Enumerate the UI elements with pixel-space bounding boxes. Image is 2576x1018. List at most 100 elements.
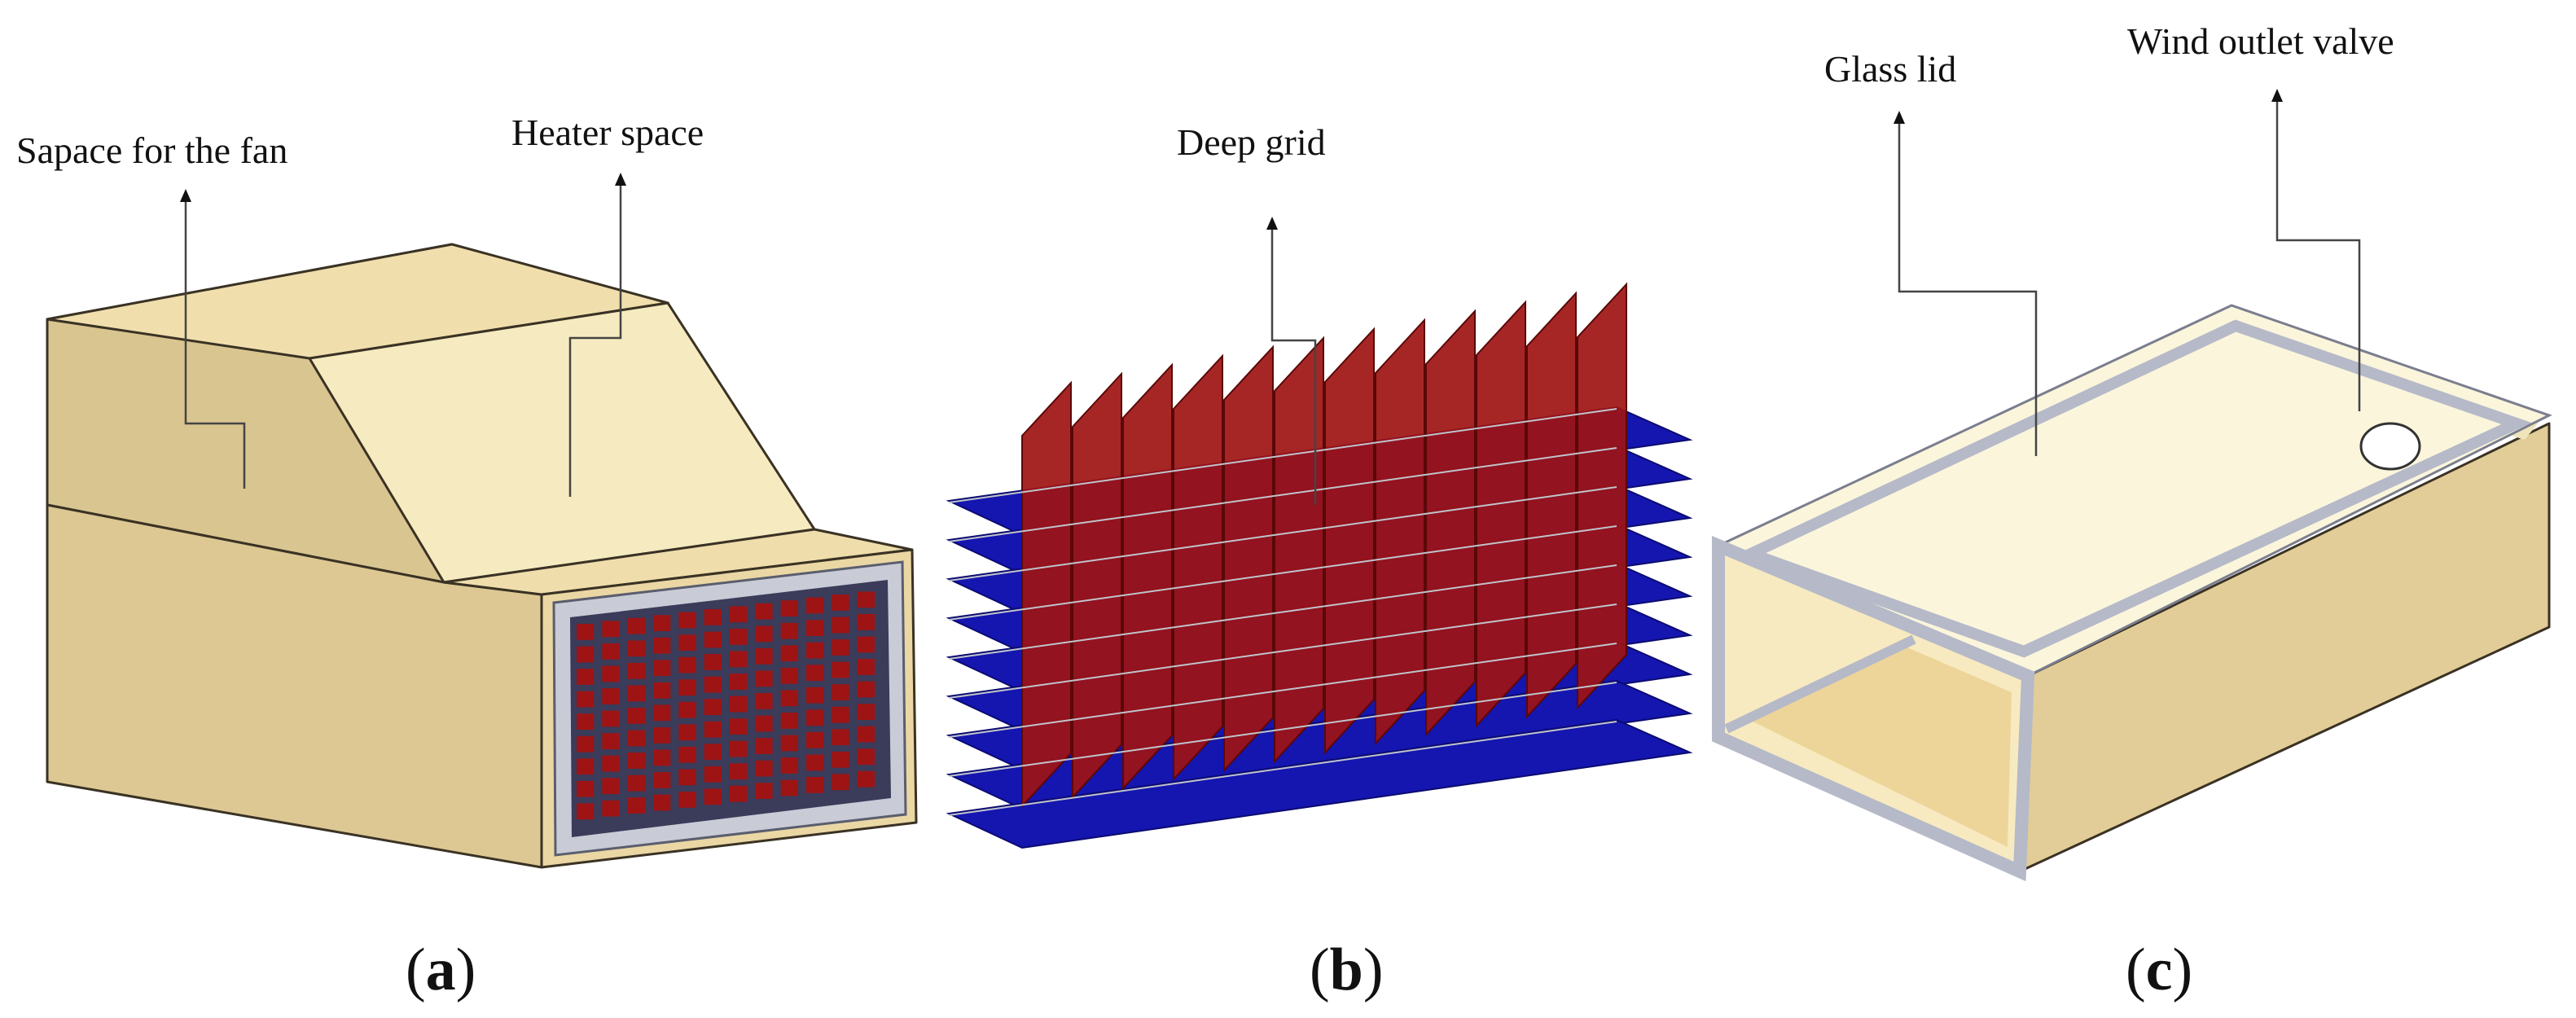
panel-a-grid-cell (678, 769, 696, 786)
panel-c-lid-inner-frame (1736, 319, 2532, 658)
label-wind-outlet-valve: Wind outlet valve (2127, 20, 2394, 62)
caption-b-letter: b (1330, 937, 1363, 1003)
panel-a-grid-cell (704, 744, 722, 761)
panel-a-grid-cell (832, 595, 849, 611)
panel-a-grid-cell (755, 603, 773, 620)
leader-outlet-valve (2275, 102, 2361, 411)
panel-c-drying-box (1712, 304, 2552, 882)
panel-b-plate-edge (948, 486, 1617, 581)
panel-a-grid-cell (602, 665, 620, 682)
panel-a-grid-cell (857, 681, 875, 698)
panel-a-grid-cell (832, 774, 849, 791)
panel-a-grid-cell (730, 763, 748, 780)
panel-a-grid-cell (832, 729, 849, 746)
leader-heater-space-arrow (615, 173, 626, 186)
panel-a-grid-cell (653, 660, 671, 677)
panel-a-grid-cell (780, 779, 798, 796)
panel-a-grid-cell (730, 674, 748, 690)
panel-a-grid-cell (857, 704, 875, 720)
panel-a-grid-cell (678, 612, 696, 629)
panel-a-grid-cell (755, 715, 773, 732)
leader-outlet-valve-arrow (2271, 89, 2283, 102)
panel-a-grid-cell (653, 749, 671, 766)
panel-b-red-fin (1122, 362, 1173, 791)
panel-a-grid-cell (602, 778, 620, 795)
panel-b-plate-edge (948, 564, 1617, 660)
panel-a-grid-cell (678, 701, 696, 718)
panel-a-grid-cell (704, 631, 722, 648)
panel-a-grid-cell (653, 704, 671, 722)
panel-a-grid-cell (627, 662, 645, 679)
panel-a-grid-cell (602, 800, 620, 817)
panel-a-grid-cell (602, 688, 620, 704)
panel-a-grid-cell (730, 606, 748, 623)
panel-a-grid-cell (577, 735, 595, 753)
caption-c: (c) (2126, 937, 2192, 1003)
panel-a-grid-cell (653, 682, 671, 699)
panel-a-grid-cell (678, 792, 696, 808)
panel-a-grid-cell (653, 615, 671, 631)
panel-a-grid-cell (653, 772, 671, 788)
panel-a-grid-cell (857, 659, 875, 675)
panel-b-plate-edge (948, 682, 1617, 777)
panel-a-grid-cell (577, 780, 595, 797)
panel-a-grid-cell (857, 614, 875, 630)
panel-a-grid-cell (704, 766, 722, 783)
panel-a-grid-cell (730, 718, 748, 735)
panel-a-grid-cell (857, 770, 875, 788)
panel-a-grid-cell (832, 706, 849, 723)
panel-a-grid-cell (704, 654, 722, 670)
panel-a-grid-cell (577, 646, 595, 663)
panel-a-grid-cell (780, 667, 798, 684)
panel-b-plate-edge (948, 525, 1617, 621)
panel-a-grid-cell (627, 774, 645, 792)
panel-b-red-fin (1425, 309, 1476, 737)
panel-a-grid-cell (627, 753, 645, 769)
panel-a-grid-cells (577, 591, 875, 820)
panel-a-grid-cell (602, 643, 620, 660)
panel-a-grid-cell (678, 634, 696, 651)
panel-a-grid-cell (806, 620, 824, 636)
panel-a-grid-cell (653, 727, 671, 744)
panel-a-grid-cell (730, 785, 748, 802)
panel-c-open-end-frame (1712, 535, 2035, 882)
panel-a-grid-cell (704, 676, 722, 693)
panel-a-grid-cell (577, 691, 595, 708)
panel-b-red-fin (1021, 380, 1072, 809)
panel-b-red-fin (1476, 300, 1526, 728)
panel-a-grid-cell (755, 738, 773, 754)
panel-a-grid-cell (857, 748, 875, 766)
panel-b-leaders (1266, 217, 1317, 505)
panel-a-grid-cell (806, 665, 824, 682)
panel-a-grid-cell (602, 733, 620, 749)
caption-a-letter: a (426, 937, 456, 1003)
panel-c-bottom-rail (1724, 634, 1916, 734)
panel-a-grid-cell (755, 625, 773, 643)
panel-b-plate-edge (948, 643, 1617, 738)
panel-a-grid-cell (780, 757, 798, 774)
panel-a-grid-cell (704, 721, 722, 738)
panel-a-grid-cell (730, 740, 748, 757)
panel-a-grid-cell (678, 679, 696, 696)
panel-c-outlet-valve (2359, 422, 2421, 471)
panel-a-grid-cell (857, 636, 875, 653)
panel-a-grid-cell (780, 713, 798, 729)
caption-a: (a) (406, 937, 476, 1003)
caption-c-letter: c (2146, 937, 2173, 1003)
panel-a-grid-cell (755, 760, 773, 777)
panel-a-grid-cell (806, 777, 824, 793)
panel-a-grid-cell (832, 639, 849, 656)
panel-a-heater-box (46, 243, 918, 869)
panel-a-grid-cell (780, 690, 798, 707)
panel-a-grid-cell (780, 735, 798, 752)
panel-a-grid-cell (627, 730, 645, 747)
panel-a-grid-cell (577, 758, 595, 775)
panel-b-red-fin (1072, 371, 1122, 800)
panel-a-grid-cell (577, 669, 595, 685)
label-fan-space: Sapace for the fan (16, 129, 287, 171)
panel-a-grid-cell (627, 797, 645, 814)
panel-a-grid-cell (780, 645, 798, 662)
panel-a-grid-cell (806, 687, 824, 704)
panel-a-grid-cell (577, 803, 595, 820)
